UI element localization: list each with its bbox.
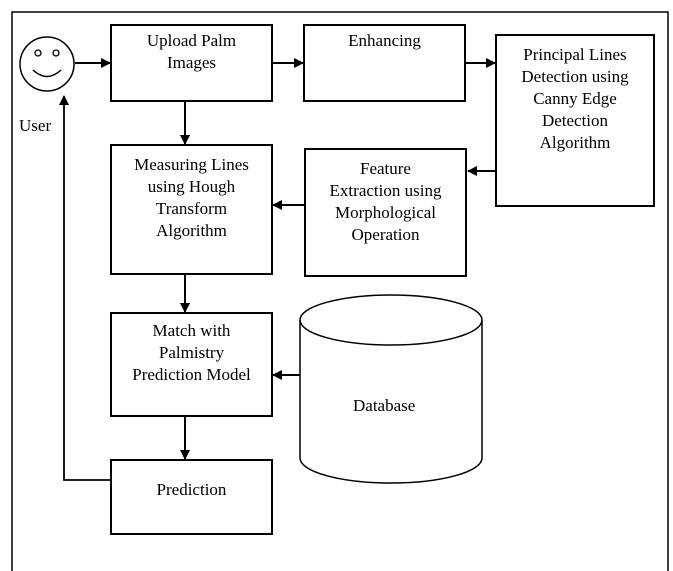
enhancing-text: Enhancing (348, 31, 421, 50)
prediction-text: Prediction (156, 480, 227, 499)
measuring-lines-box: Measuring Lines using Hough Transform Al… (110, 144, 273, 275)
user-label: User (19, 116, 52, 135)
database-cylinder (299, 294, 483, 484)
match-prediction-model-text: Match with Palmistry Prediction Model (132, 321, 251, 384)
prediction-box: Prediction (110, 459, 273, 535)
feature-extraction-box: Feature Extraction using Morphological O… (304, 148, 467, 277)
upload-palm-images-text: Upload Palm Images (146, 31, 237, 72)
arrow-prediction-to-user (59, 95, 110, 481)
upload-palm-images-box: Upload Palm Images (110, 24, 273, 102)
enhancing-box: Enhancing (303, 24, 466, 102)
principal-lines-detection-text: Principal Lines Detection using Canny Ed… (521, 45, 629, 152)
measuring-lines-text: Measuring Lines using Hough Transform Al… (134, 155, 249, 240)
outer-frame (11, 11, 669, 571)
feature-extraction-text: Feature Extraction using Morphological O… (329, 159, 442, 244)
principal-lines-detection-box: Principal Lines Detection using Canny Ed… (495, 34, 655, 207)
database-label: Database (353, 396, 416, 415)
user-smiley-icon (19, 36, 75, 92)
match-prediction-model-box: Match with Palmistry Prediction Model (110, 312, 273, 417)
